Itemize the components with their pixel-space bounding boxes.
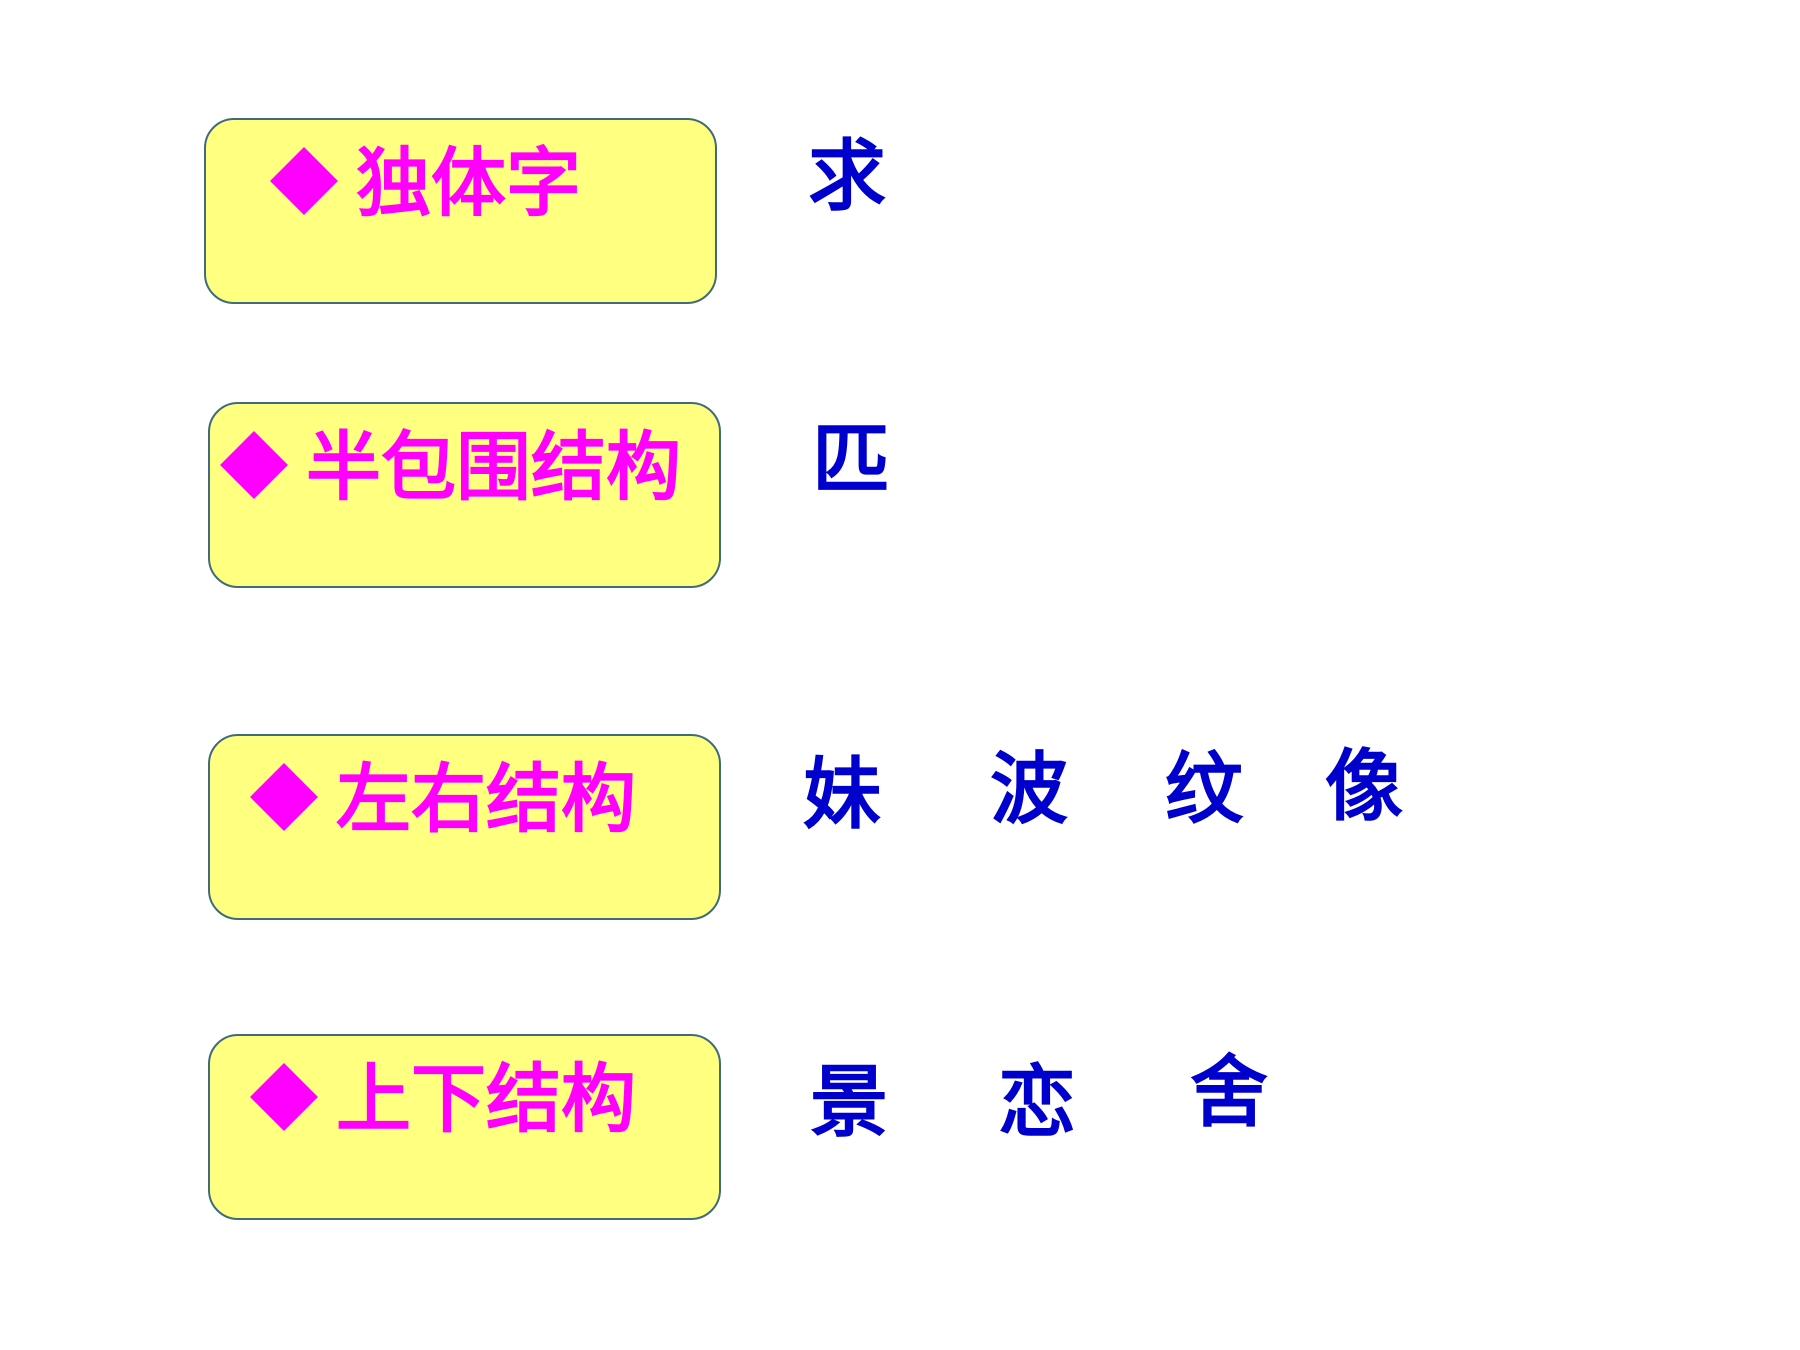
category-box-top-bottom: 上下结构 [208, 1034, 721, 1220]
diamond-bullet-icon [250, 1063, 318, 1131]
diamond-bullet-icon [220, 431, 288, 499]
example-character: 恋 [998, 1057, 1077, 1148]
category-label: 上下结构 [250, 1054, 637, 1144]
example-character: 求 [808, 131, 887, 222]
category-label: 独体字 [270, 138, 582, 228]
example-character: 妹 [803, 749, 882, 840]
category-label-text: 独体字 [356, 139, 582, 227]
category-box-left-right: 左右结构 [208, 734, 721, 920]
category-label-text: 左右结构 [336, 755, 637, 843]
category-label-text: 上下结构 [336, 1055, 637, 1143]
diamond-bullet-icon [250, 763, 318, 831]
category-label: 左右结构 [250, 754, 637, 844]
example-character: 波 [990, 744, 1069, 835]
diamond-bullet-icon [270, 147, 338, 215]
example-character: 匹 [812, 415, 891, 506]
category-label-text: 半包围结构 [306, 423, 682, 511]
example-character: 舍 [1190, 1047, 1269, 1138]
category-label: 半包围结构 [220, 422, 682, 512]
category-box-single-component: 独体字 [204, 118, 717, 304]
example-character: 纹 [1165, 744, 1244, 835]
example-character: 像 [1325, 741, 1404, 832]
category-box-half-enclosed: 半包围结构 [208, 402, 721, 588]
example-character: 景 [810, 1057, 889, 1148]
